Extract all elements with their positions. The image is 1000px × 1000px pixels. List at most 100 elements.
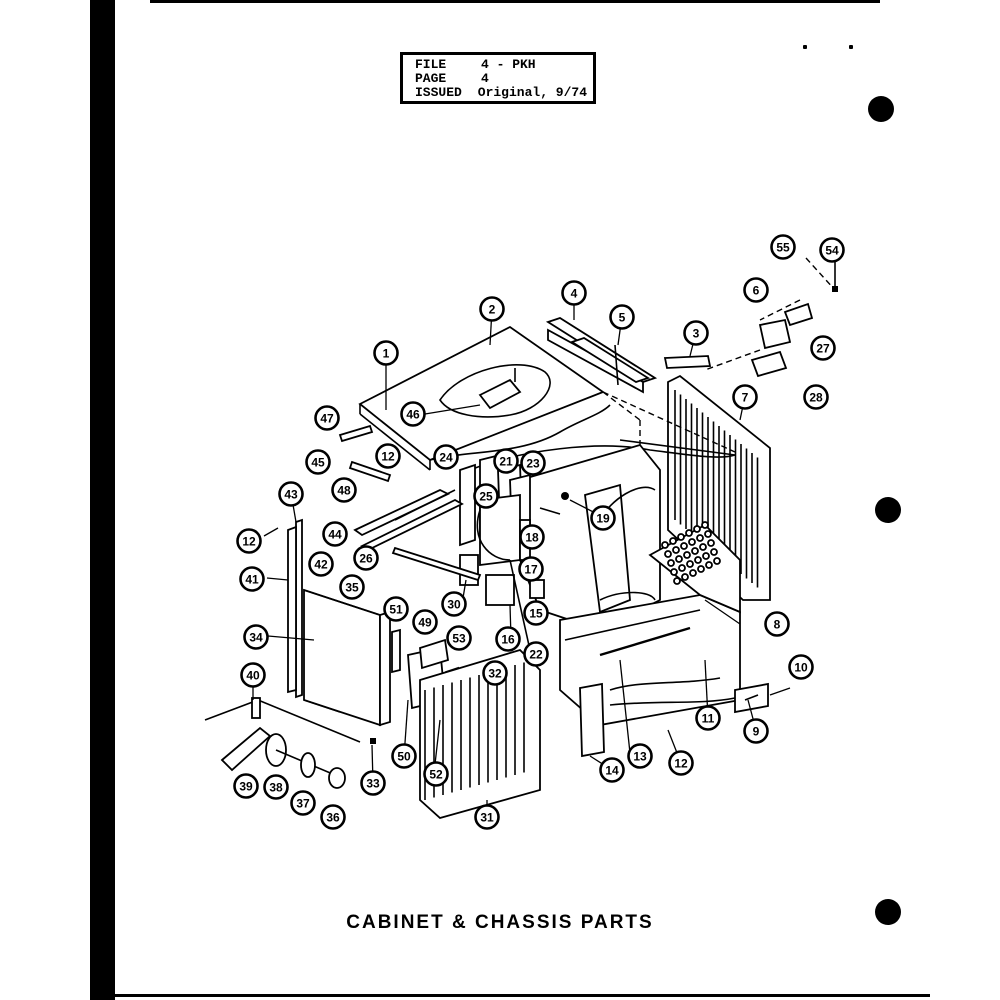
binder-hole-bottom [875,899,901,925]
part-callout-12: 12 [236,528,262,554]
part-callout-27: 27 [810,335,836,361]
part-callout-53: 53 [446,625,472,651]
coil-fin-dot [680,542,688,550]
part-callout-15: 15 [523,600,549,626]
callout-circle [495,626,521,652]
callout-number: 8 [774,618,781,632]
coil-fin-dot [681,573,689,581]
callout-number: 49 [418,616,432,630]
part-callout-14: 14 [599,757,625,783]
knob-assembly-part [220,697,346,789]
callout-number: 12 [381,450,395,464]
part-callout-50: 50 [391,743,417,769]
callout-circle [668,750,694,776]
coil-fin-dot [710,548,718,556]
hardware-part [704,257,838,378]
callout-number: 53 [452,632,466,646]
part-callout-30: 30 [441,591,467,617]
side-rails-part [338,424,482,582]
callout-circle [627,743,653,769]
part-callout-9: 9 [743,718,769,744]
callout-number: 36 [326,811,340,825]
callout-circle [391,743,417,769]
coil-fin-dot [699,543,707,551]
coil-fin-dot [713,557,721,565]
part-callout-38: 38 [263,774,289,800]
callout-number: 47 [320,412,334,426]
callout-number: 37 [296,797,310,811]
part-callout-34: 34 [243,624,269,650]
callout-number: 12 [674,757,688,771]
part-callout-44: 44 [322,521,348,547]
part-callout-4: 4 [561,280,587,306]
callout-number: 43 [284,488,298,502]
part-callout-10: 10 [788,654,814,680]
part-callout-12: 12 [375,443,401,469]
callout-circle [810,335,836,361]
callout-circle [322,521,348,547]
callout-circle [732,384,758,410]
callout-number: 32 [488,667,502,681]
file-info-value: 4 [481,71,489,86]
callout-number: 11 [702,712,715,726]
callout-circle [743,277,769,303]
coil-fin-dot [689,569,697,577]
part-callout-19: 19 [590,505,616,531]
callout-number: 28 [809,391,823,405]
callout-number: 38 [269,781,283,795]
callout-circle [353,545,379,571]
part-callout-46: 46 [400,401,426,427]
part-callout-17: 17 [518,556,544,582]
coil-fin-dot [667,559,675,567]
callout-number: 34 [249,631,263,645]
coil-fin-dot [702,552,710,560]
part-callout-42: 42 [308,551,334,577]
coil-fin-dot [688,538,696,546]
callout-number: 13 [633,750,647,764]
callout-circle [373,340,399,366]
chassis-body-part [469,391,769,758]
part-callout-22: 22 [523,641,549,667]
callout-circle [770,234,796,260]
callout-number: 44 [328,528,342,542]
callout-number: 39 [239,780,253,794]
callout-number: 3 [693,327,700,341]
speck [849,45,853,49]
callout-number: 2 [489,303,496,317]
speck [803,45,807,49]
callout-number: 52 [429,768,443,782]
part-callout-8: 8 [764,611,790,637]
coil-fin-dot [697,565,705,573]
callout-circle [308,551,334,577]
callout-number: 12 [242,535,256,549]
control-parts [459,453,569,651]
callout-number: 16 [501,633,515,647]
callout-circle [446,625,472,651]
callout-number: 24 [439,451,453,465]
callout-circle [243,624,269,650]
bottom-rule [115,994,930,997]
callout-number: 51 [389,603,403,617]
callout-circle [360,770,386,796]
callout-number: 27 [816,342,830,356]
part-callout-31: 31 [474,804,500,830]
part-callout-52: 52 [423,761,449,787]
callout-circle [473,483,499,509]
coil-fin-dot [678,564,686,572]
callout-circle [331,477,357,503]
part-callout-40: 40 [240,662,266,688]
callout-circle [412,609,438,635]
coil-fin-dot [675,555,683,563]
part-callout-28: 28 [803,384,829,410]
part-callout-51: 51 [383,596,409,622]
callout-circle [290,790,316,816]
callout-circle [609,304,635,330]
file-info-key: ISSUED [415,85,462,100]
coil-fin-dot [664,550,672,558]
part-callout-25: 25 [473,483,499,509]
callout-number: 21 [499,455,513,469]
callout-circle [523,641,549,667]
callout-number: 18 [525,531,539,545]
callout-number: 26 [359,552,373,566]
coil-fin-dot [701,521,709,529]
